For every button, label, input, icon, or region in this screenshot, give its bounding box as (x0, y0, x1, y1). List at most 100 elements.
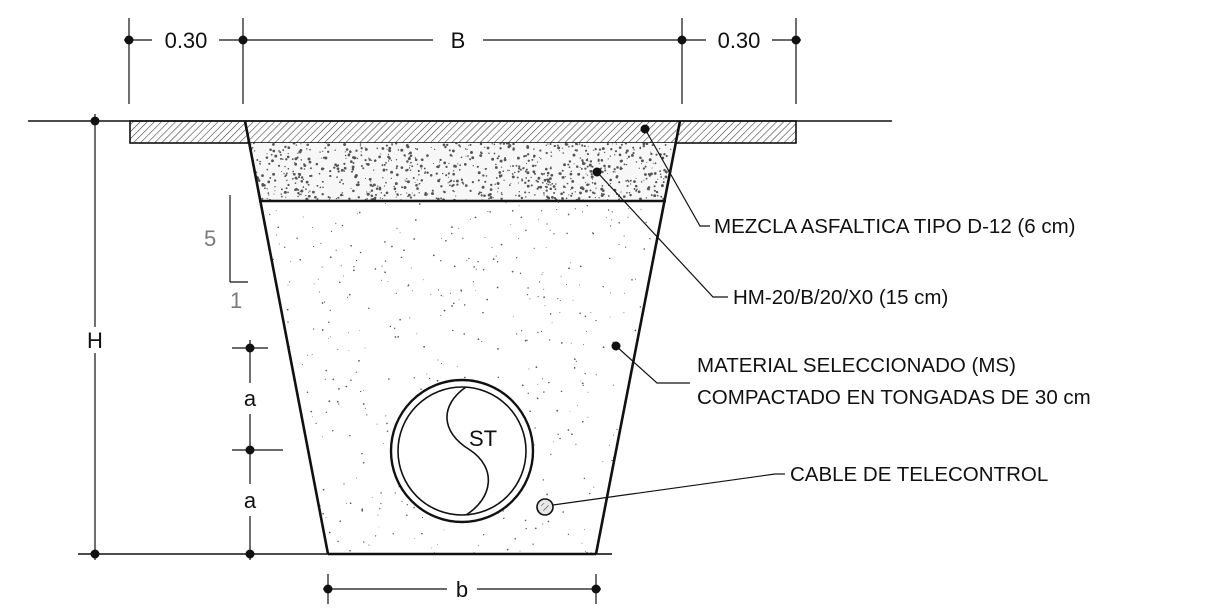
aggregate-grain (294, 188, 297, 192)
aggregate-grain (502, 143, 506, 145)
aggregate-grain (650, 151, 652, 153)
aggregate-grain (327, 143, 331, 147)
aggregate-grain (262, 276, 264, 278)
aggregate-grain (373, 183, 376, 187)
aggregate-grain (266, 153, 268, 155)
aggregate-grain (587, 391, 589, 393)
aggregate-grain (603, 164, 606, 168)
aggregate-grain (479, 154, 483, 157)
aggregate-grain (390, 159, 392, 161)
aggregate-grain (615, 520, 618, 523)
aggregate-grain (549, 143, 552, 145)
aggregate-grain (609, 316, 611, 318)
aggregate-grain (611, 535, 614, 537)
aggregate-grain (589, 160, 593, 163)
aggregate-grain (320, 167, 324, 171)
dimension-node (245, 445, 255, 455)
asphalt-label: MEZCLA ASFALTICA TIPO D-12 (6 cm) (714, 215, 1076, 238)
aggregate-grain (252, 143, 255, 145)
aggregate-grain (348, 197, 351, 201)
aggregate-grain (364, 177, 366, 179)
aggregate-grain (465, 184, 467, 186)
aggregate-grain (259, 160, 261, 163)
aggregate-grain (453, 180, 455, 183)
aggregate-grain (561, 147, 563, 149)
aggregate-grain (581, 542, 583, 544)
aggregate-grain (541, 181, 544, 184)
aggregate-grain (653, 172, 657, 175)
aggregate-grain (586, 158, 589, 160)
aggregate-grain (592, 178, 594, 180)
aggregate-grain (342, 182, 345, 185)
aggregate-grain (664, 322, 666, 324)
aggregate-grain (626, 158, 628, 160)
aggregate-grain (482, 269, 485, 271)
aggregate-grain (325, 411, 327, 413)
aggregate-grain (542, 272, 544, 274)
aggregate-grain (532, 543, 534, 545)
aggregate-grain (537, 296, 539, 298)
aggregate-grain (524, 191, 527, 194)
aggregate-grain (640, 159, 644, 163)
aggregate-grain (597, 158, 600, 161)
aggregate-grain (459, 145, 462, 148)
aggregate-grain (511, 175, 515, 179)
aggregate-grain (416, 148, 419, 151)
aggregate-grain (360, 154, 363, 157)
aggregate-grain (533, 247, 535, 249)
aggregate-grain (543, 296, 545, 298)
aggregate-grain (659, 388, 662, 390)
aggregate-grain (656, 459, 659, 461)
aggregate-grain (612, 522, 614, 524)
aggregate-grain (421, 516, 424, 519)
aggregate-grain (322, 150, 324, 152)
aggregate-grain (363, 541, 365, 543)
aggregate-grain (353, 156, 357, 160)
aggregate-grain (432, 254, 435, 257)
top-dimension: 0.30 B 0.30 (124, 18, 801, 104)
aggregate-grain (265, 372, 268, 374)
aggregate-grain (279, 157, 283, 160)
aggregate-grain (600, 194, 604, 197)
aggregate-grain (552, 185, 556, 188)
aggregate-grain (499, 159, 503, 163)
aggregate-grain (406, 504, 408, 506)
aggregate-grain (553, 144, 556, 148)
aggregate-grain (601, 192, 603, 195)
aggregate-grain (405, 180, 407, 183)
aggregate-grain (395, 173, 399, 177)
aggregate-grain (581, 420, 584, 423)
aggregate-grain (291, 384, 293, 386)
aggregate-grain (468, 257, 470, 260)
aggregate-grain (553, 233, 555, 235)
aggregate-grain (364, 407, 366, 409)
aggregate-grain (525, 154, 528, 157)
aggregate-grain (477, 171, 481, 175)
aggregate-grain (448, 162, 450, 165)
aggregate-grain (415, 183, 418, 187)
aggregate-grain (570, 186, 574, 190)
aggregate-grain (526, 171, 530, 175)
aggregate-grain (656, 194, 659, 197)
aggregate-grain (266, 350, 268, 352)
aggregate-grain (625, 163, 628, 166)
aggregate-grain (490, 183, 493, 187)
aggregate-grain (524, 519, 527, 522)
aggregate-grain (328, 400, 331, 403)
aggregate-grain (659, 170, 661, 173)
aggregate-grain (528, 368, 530, 370)
aggregate-grain (533, 194, 536, 196)
aggregate-grain (341, 224, 344, 227)
aggregate-grain (633, 188, 636, 190)
aggregate-grain (455, 179, 459, 183)
aggregate-grain (605, 217, 607, 219)
aggregate-grain (488, 152, 490, 154)
aggregate-grain (373, 197, 376, 200)
aggregate-grain (414, 538, 415, 539)
aggregate-grain (409, 196, 412, 199)
aggregate-grain (440, 185, 443, 188)
aggregate-grain (643, 248, 646, 250)
aggregate-grain (571, 145, 574, 148)
aggregate-grain (361, 452, 363, 455)
aggregate-grain (422, 279, 424, 281)
